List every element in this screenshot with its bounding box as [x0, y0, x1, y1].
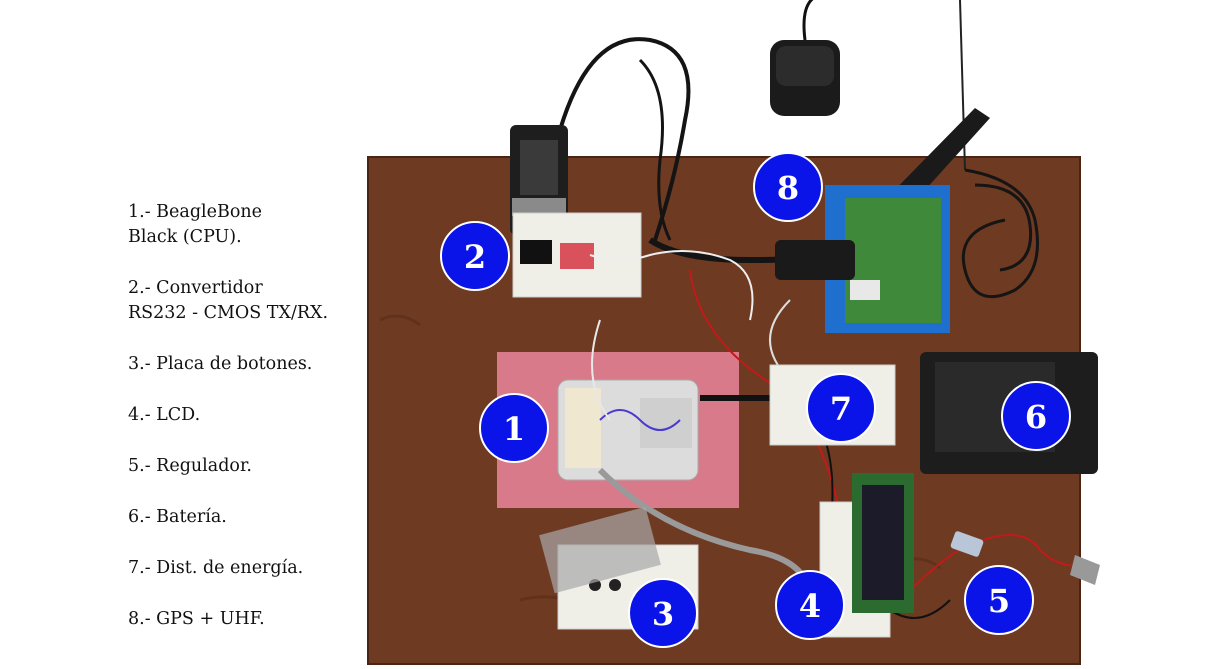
legend-item-7: 7.- Dist. de energía. [128, 558, 304, 578]
badge-1-circle [479, 393, 549, 463]
legend-item-6: 6.- Batería. [128, 507, 227, 527]
badge-5-circle [964, 565, 1034, 635]
badge-6-circle [1001, 381, 1071, 451]
legend-item-5: 5.- Regulador. [128, 456, 252, 476]
badge-6-label: 6 [1025, 398, 1047, 436]
badge-8-circle [753, 152, 823, 222]
badge-1-label: 1 [503, 410, 525, 448]
badge-8: 8 [753, 152, 823, 222]
badge-7: 7 [806, 373, 876, 443]
regulator [950, 531, 984, 557]
legend-item-1: 1.- BeagleBone Black (CPU). [128, 202, 263, 247]
badge-3-circle [628, 578, 698, 648]
badge-5-label: 5 [988, 582, 1010, 620]
badge-2-circle [440, 221, 510, 291]
badge-3: 3 [628, 578, 698, 648]
badge-7-circle [806, 373, 876, 443]
badge-1: 1 [479, 393, 549, 463]
badge-2-label: 2 [464, 238, 486, 276]
badge-5: 5 [964, 565, 1034, 635]
badge-4-circle [775, 570, 845, 640]
gps-uhf-pcb [845, 198, 941, 323]
legend-item-8: 8.- GPS + UHF. [128, 609, 265, 629]
legend-item-2: 2.- Convertidor RS232 - CMOS TX/RX. [128, 278, 329, 323]
badge-8-label: 8 [777, 169, 799, 207]
badge-2: 2 [440, 221, 510, 291]
legend-item-4: 4.- LCD. [128, 405, 201, 425]
badge-4: 4 [775, 570, 845, 640]
badge-4-label: 4 [799, 587, 821, 625]
legend-item-3: 3.- Placa de botones. [128, 354, 313, 374]
badge-6: 6 [1001, 381, 1071, 451]
badge-3-label: 3 [652, 595, 674, 633]
badge-7-label: 7 [830, 390, 852, 428]
